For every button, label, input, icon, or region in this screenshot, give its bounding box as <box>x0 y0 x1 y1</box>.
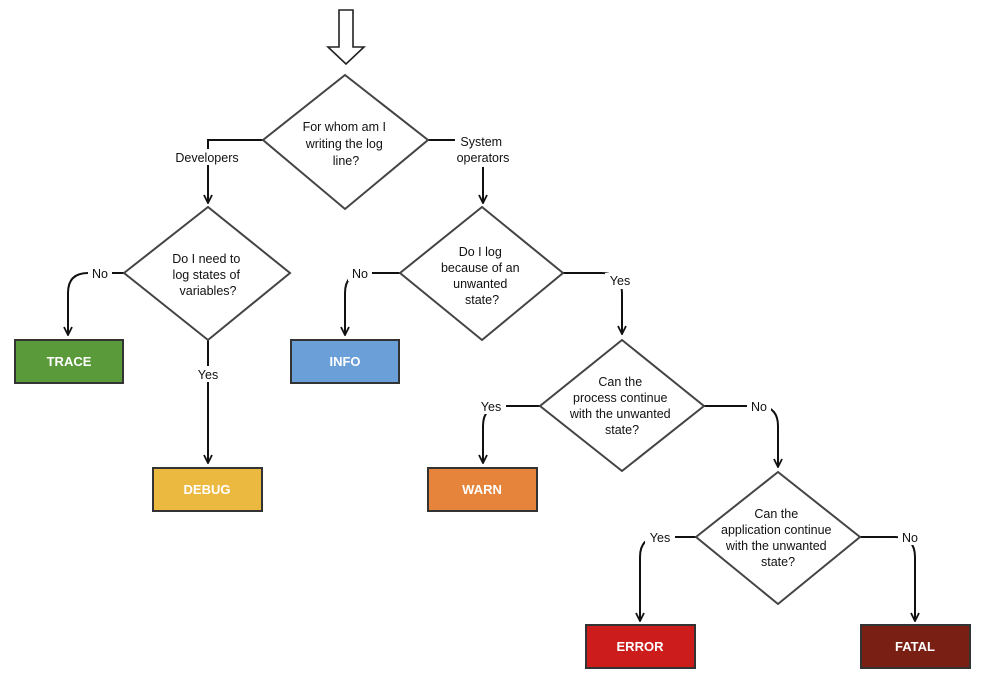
level-box-debug <box>152 467 263 512</box>
label-q3-yes: Yes <box>610 274 630 288</box>
edge-q2-no <box>68 272 124 334</box>
level-box-error <box>585 624 696 669</box>
question-q1: For whom am I writing the log line? <box>303 120 390 168</box>
level-label-warn: WARN <box>462 482 502 497</box>
decision-q1 <box>261 73 430 211</box>
level-box-trace <box>14 339 124 384</box>
decision-q2 <box>122 205 292 342</box>
label-q5-yes: Yes <box>650 531 670 545</box>
level-label-trace: TRACE <box>47 354 92 369</box>
question-q2: Do I need to log states of variables? <box>172 252 244 298</box>
label-q5-no: No <box>902 531 918 545</box>
label-q2-no: No <box>92 267 108 281</box>
level-label-debug: DEBUG <box>184 482 231 497</box>
level-box-warn <box>427 467 538 512</box>
label-developers: Developers <box>175 151 238 165</box>
label-q2-yes: Yes <box>198 368 218 382</box>
question-q5: Can the application continue with the un… <box>721 507 835 569</box>
level-label-info: INFO <box>329 354 360 369</box>
label-system-operators: System operators <box>457 135 510 165</box>
level-box-fatal <box>860 624 971 669</box>
edge-q3-no <box>345 272 400 334</box>
decision-q5 <box>694 470 862 606</box>
edge-q5-no <box>860 536 915 620</box>
question-q4: Can the process continue with the unwant… <box>569 375 674 437</box>
level-label-fatal: FATAL <box>895 639 935 654</box>
level-label-error: ERROR <box>617 639 665 654</box>
level-box-info <box>290 339 400 384</box>
question-q3: Do I log because of an unwanted state? <box>441 245 523 307</box>
decision-q3 <box>398 205 565 342</box>
edge-q4-no <box>704 405 778 466</box>
label-q3-no: No <box>352 267 368 281</box>
edge-q4-yes <box>483 405 540 462</box>
edge-q5-yes <box>640 536 696 620</box>
label-q4-no: No <box>751 400 767 414</box>
edge-labels: Developers System operators No Yes No Ye… <box>88 133 922 545</box>
label-q4-yes: Yes <box>481 400 501 414</box>
start-arrow-icon <box>325 9 367 66</box>
decision-q4 <box>538 338 706 473</box>
